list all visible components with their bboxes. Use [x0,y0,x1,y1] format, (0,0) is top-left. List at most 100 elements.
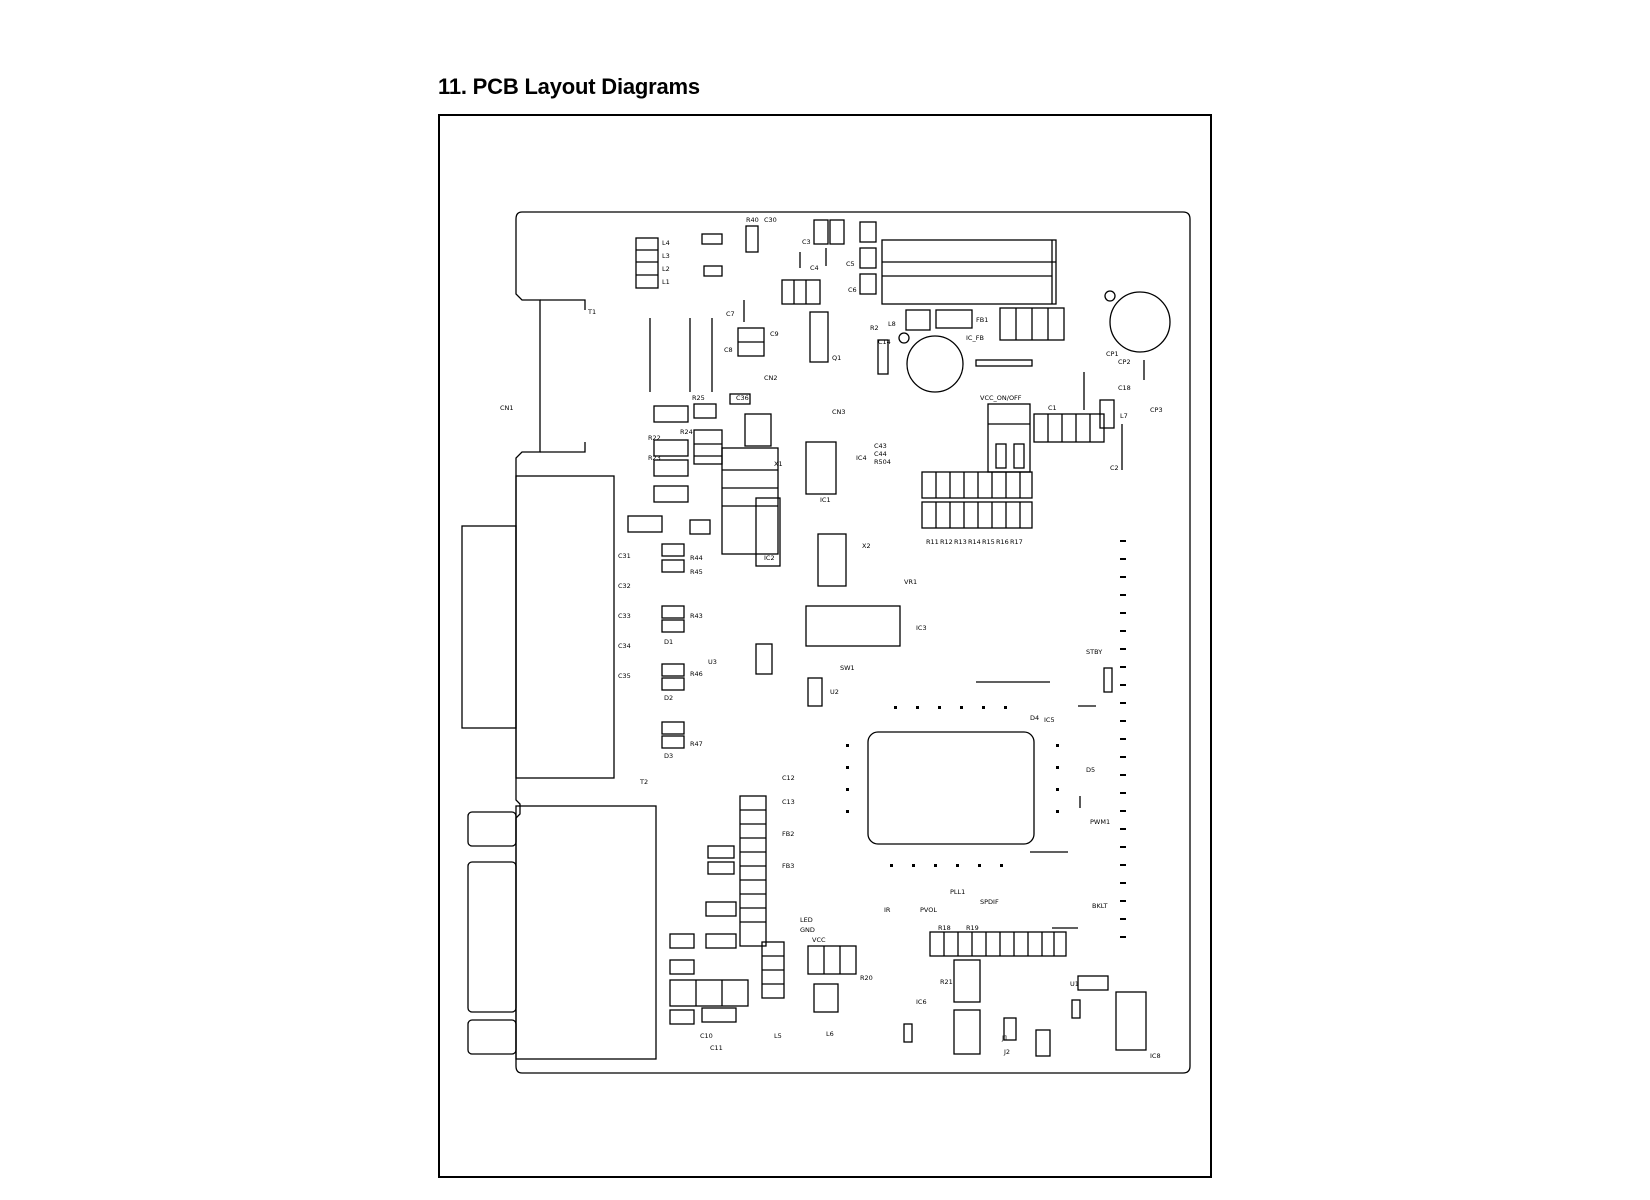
component-label: R14 [968,538,981,546]
component-label: C31 [618,552,631,560]
component-label: C12 [782,774,795,782]
component-label: U3 [708,658,717,666]
component-label: R25 [692,394,705,402]
component-label: FB2 [782,830,794,838]
component-label: R20 [860,974,873,982]
component-label: X2 [862,542,871,550]
heatsink [881,239,1057,305]
component-label: GND [800,926,815,934]
component-label: IC_FB [966,334,984,342]
component-label: PWM1 [1090,818,1110,826]
connector-block-lower [515,805,657,1060]
component-label: CN1 [500,404,514,412]
component-label: R18 [938,924,951,932]
component-label: C33 [618,612,631,620]
component-label: D2 [664,694,673,702]
component-label: C30 [764,216,777,224]
component-label: LED [800,916,813,924]
component-label: J1 [1001,1034,1008,1042]
component-label: PVOL [920,906,937,914]
component-label: J2 [1003,1048,1010,1056]
component-label: SPDIF [980,898,999,906]
component-label: T2 [639,778,648,786]
component-label: L2 [662,265,670,273]
diagram-frame [438,114,1212,1178]
component-label: IR [884,906,891,914]
component-label: FB3 [782,862,794,870]
component-label: D3 [664,752,673,760]
component-label: R44 [690,554,703,562]
component-label: L1 [662,278,670,286]
component-label: C32 [618,582,631,590]
component-label: SW1 [840,664,855,672]
resistor-array-bottom [929,931,1067,957]
component-label: IC8 [1150,1052,1161,1060]
component-label: VR1 [904,578,917,586]
component-label: STBY [1086,648,1102,656]
component-label: U1 [1070,980,1079,988]
component-label: C1 [1048,404,1057,412]
capacitor-c1 [906,335,964,393]
component-label: CN3 [832,408,846,416]
component-label: L6 [826,1030,834,1038]
component-label: R13 [954,538,967,546]
component-label: D5 [1086,766,1095,774]
component-label: VCC [812,936,826,944]
main-ic [867,731,1035,845]
component-label: T1 [587,308,596,316]
component-label: U2 [830,688,839,696]
component-label: C2 [1110,464,1119,472]
ic-mid [805,605,901,647]
component-label: C10 [700,1032,713,1040]
component-label: R40 [746,216,759,224]
connector-block-upper [515,475,615,779]
component-labels: L4 L3 L2 L1 R40 C30 Q1 R2 C14 FB1 IC_FB … [500,216,1163,1060]
component-label: L5 [774,1032,782,1040]
component-label: C11 [710,1044,723,1052]
capacitor-cp1 [1109,291,1171,353]
component-label: R19 [966,924,979,932]
component-label: C36 [736,394,749,402]
component-label: C4 [810,264,819,272]
component-label: IC4 [856,454,867,462]
component-label: R17 [1010,538,1023,546]
component-label: CN2 [764,374,778,382]
component-label: C44 [874,450,887,458]
component-label: C35 [618,672,631,680]
component-label: R47 [690,740,703,748]
component-label: C14 [878,338,891,346]
component-label: R22 [648,434,661,442]
component-label: L8 [888,320,896,328]
component-label: R46 [690,670,703,678]
component-label: R43 [690,612,703,620]
component-label: CP3 [1150,406,1163,414]
component-label: C34 [618,642,631,650]
component-label: R2 [870,324,879,332]
component-label: C9 [770,330,779,338]
board-outline [515,211,1191,1074]
component-label: R12 [940,538,953,546]
component-label: R23 [648,454,661,462]
component-label: IC5 [1044,716,1055,724]
component-label: L3 [662,252,670,260]
resistor-array-top [921,471,1033,529]
component-label: C3 [802,238,811,246]
component-label: R11 [926,538,939,546]
component-label: IC2 [764,554,775,562]
component-label: R16 [996,538,1009,546]
component-label: L7 [1120,412,1128,420]
component-label: D1 [664,638,673,646]
component-label: L4 [662,239,670,247]
component-label: R15 [982,538,995,546]
component-label: IC1 [820,496,831,504]
component-label: C18 [1118,384,1131,392]
component-label: R45 [690,568,703,576]
component-label: BKLT [1092,902,1107,910]
component-label: PLL1 [950,888,965,896]
component-label: CP2 [1118,358,1131,366]
component-label: Q1 [832,354,841,362]
component-label: D4 [1030,714,1039,722]
component-label: IC3 [916,624,927,632]
component-label: X1 [774,460,783,468]
